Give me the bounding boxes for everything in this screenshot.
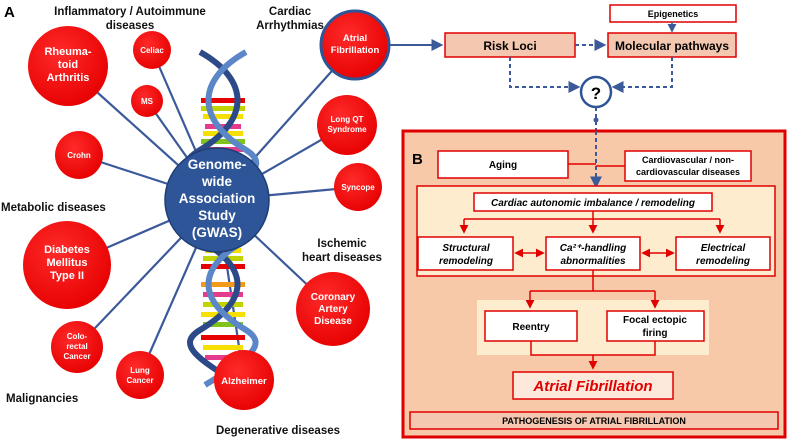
arrow-molecular-to-question — [611, 57, 673, 93]
electrical-label-2: remodeling — [696, 256, 750, 267]
structural-box — [417, 236, 514, 271]
label-cad-3: Disease — [314, 316, 352, 327]
node-long-qt — [317, 95, 377, 155]
node-crohn — [55, 131, 103, 179]
group-malignancies: Malignancies — [6, 393, 78, 405]
electrical-label-1: Electrical — [701, 243, 746, 254]
arrow-loci-to-question — [509, 57, 581, 93]
group-cardiac-2: Arrhythmias — [256, 20, 324, 32]
label-ra-1: Rheuma- — [44, 46, 91, 58]
cardio-label-1: Cardiovascular / non- — [642, 155, 734, 165]
aging-box — [437, 150, 569, 179]
group-cardiac-1: Cardiac — [269, 6, 312, 18]
aging-label: Aging — [489, 160, 517, 171]
label-crc-1: Colo- — [67, 332, 88, 341]
label-diabetes-3: Type II — [50, 270, 84, 282]
label-lqt-2: Syndrome — [327, 125, 367, 134]
group-degenerative: Degenerative diseases — [216, 425, 340, 437]
reentry-label: Reentry — [512, 322, 550, 333]
label-diabetes-2: Mellitus — [47, 257, 88, 269]
group-metabolic: Metabolic diseases — [1, 202, 106, 214]
footer-label: PATHOGENESIS OF ATRIAL FIBRILLATION — [502, 416, 686, 426]
structural-label-1: Structural — [442, 243, 489, 254]
node-rheumatoid-arthritis — [28, 26, 108, 106]
label-celiac: Celiac — [140, 46, 164, 55]
label-af-2: Fibrillation — [331, 45, 380, 56]
label-lung-1: Lung — [130, 366, 150, 375]
group-inflammatory-2: diseases — [106, 20, 155, 32]
gwas-hub-circle — [164, 147, 270, 253]
node-ms — [131, 85, 163, 117]
link-dot-icon — [593, 117, 599, 123]
label-af-1: Atrial — [343, 33, 367, 44]
node-lung-cancer — [116, 351, 164, 399]
structural-label-2: remodeling — [439, 256, 493, 267]
label-ra-2: toid — [58, 59, 78, 71]
hub-line-2: wide — [201, 174, 232, 189]
node-syncope — [334, 163, 382, 211]
risk-loci-label: Risk Loci — [483, 39, 536, 53]
label-diabetes-1: Diabetes — [44, 244, 90, 256]
node-colorectal-cancer — [51, 321, 103, 373]
cardio-box — [624, 150, 752, 182]
hub-line-5: (GWAS) — [192, 225, 242, 240]
hub-line-1: Genome- — [188, 157, 247, 172]
molecular-pathways-label: Molecular pathways — [615, 39, 729, 53]
node-celiac — [133, 31, 171, 69]
label-ra-3: Arthritis — [47, 72, 90, 84]
group-ischemic-1: Ischemic — [317, 238, 367, 250]
focal-label-1: Focal ectopic — [623, 315, 687, 326]
disease-nodes — [23, 9, 391, 410]
calcium-label-1: Ca²⁺-handling — [560, 243, 626, 254]
question-mark: ? — [591, 84, 601, 103]
label-cad-2: Artery — [318, 304, 348, 315]
label-crohn: Crohn — [67, 151, 91, 160]
label-syncope: Syncope — [341, 183, 375, 192]
hub-line-3: Association — [179, 191, 256, 206]
epigenetics-box — [609, 4, 737, 23]
group-inflammatory-1: Inflammatory / Autoimmune — [54, 6, 206, 18]
group-ischemic-2: heart diseases — [302, 252, 382, 264]
panel-b-letter: B — [412, 151, 423, 168]
risk-loci-box — [444, 32, 576, 58]
molecular-pathways-box — [607, 32, 737, 58]
af-outcome-box — [512, 371, 674, 400]
label-lqt-1: Long QT — [331, 115, 364, 124]
label-alzheimer: Alzheimer — [221, 376, 267, 387]
label-crc-2: rectal — [66, 342, 87, 351]
af-outcome-label: Atrial Fibrillation — [532, 378, 652, 395]
node-diabetes — [23, 221, 111, 309]
cardio-label-2: cardiovascular diseases — [636, 167, 740, 177]
epigenetics-label: Epigenetics — [648, 9, 699, 19]
label-ms: MS — [141, 97, 154, 106]
panel-a-letter: A — [4, 4, 15, 21]
node-alzheimer — [214, 350, 274, 410]
calcium-box — [545, 236, 641, 271]
footer-box — [409, 411, 779, 430]
focal-label-2: firing — [643, 328, 668, 339]
hub-line-4: Study — [198, 208, 236, 223]
node-atrial-fibrillation — [319, 9, 391, 81]
label-cad-1: Coronary — [311, 292, 356, 303]
calcium-label-2: abnormalities — [560, 256, 625, 267]
reentry-box — [484, 310, 578, 342]
electrical-box — [675, 236, 771, 271]
node-coronary-artery-disease — [296, 272, 370, 346]
autonomic-label: Cardiac autonomic imbalance / remodeling — [491, 198, 695, 209]
label-crc-3: Cancer — [63, 352, 90, 361]
label-lung-2: Cancer — [126, 376, 153, 385]
